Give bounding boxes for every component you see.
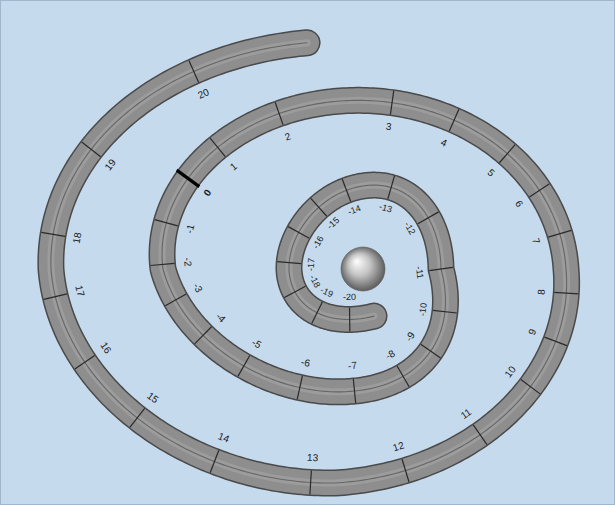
tick-mark	[529, 184, 549, 197]
number-label: 8	[536, 288, 546, 294]
band-centre-line	[51, 43, 567, 483]
number-label: -8	[384, 348, 397, 361]
tick-mark	[312, 302, 323, 324]
band-track	[51, 43, 567, 483]
tick-mark	[418, 212, 439, 224]
tick-mark	[397, 366, 409, 387]
number-label: -1	[184, 224, 196, 235]
tick-mark	[544, 337, 566, 346]
tick-mark	[429, 267, 453, 270]
tick-mark	[548, 230, 571, 237]
number-label: 14	[216, 432, 230, 445]
number-label: 3	[385, 122, 392, 133]
number-label: -11	[414, 265, 425, 278]
number-label: 7	[530, 237, 541, 245]
number-label: 9	[527, 328, 538, 337]
number-label: -18	[307, 274, 321, 290]
tick-mark	[155, 220, 178, 226]
number-label: 20	[197, 87, 211, 101]
number-label: 18	[72, 232, 84, 245]
number-label: -7	[347, 361, 357, 372]
number-label: -6	[300, 357, 311, 369]
tick-mark	[433, 310, 457, 313]
tick-mark	[44, 294, 67, 300]
number-label: -20	[343, 293, 356, 302]
number-label: 13	[306, 452, 318, 463]
tick-mark	[75, 355, 95, 368]
tick-mark	[210, 450, 219, 472]
band-fill	[51, 43, 567, 483]
tick-mark	[41, 232, 65, 236]
number-label: 12	[391, 440, 405, 453]
tick-mark	[390, 91, 393, 115]
tick-marks	[41, 60, 578, 494]
tick-mark	[521, 379, 540, 393]
number-label: 17	[74, 284, 86, 297]
tick-mark	[189, 60, 199, 82]
tick-mark	[210, 138, 225, 157]
tick-mark	[130, 408, 145, 427]
tick-mark	[195, 327, 212, 344]
number-label: 19	[104, 157, 119, 172]
number-label: -4	[214, 311, 227, 324]
tick-mark	[277, 262, 301, 264]
spiral-band	[51, 43, 567, 483]
tick-mark	[284, 286, 305, 297]
tick-mark	[177, 170, 200, 187]
number-label: -15	[326, 216, 342, 231]
tick-mark	[342, 179, 351, 201]
number-label: -5	[250, 338, 263, 351]
number-label: -14	[347, 204, 362, 217]
tick-mark	[473, 425, 487, 445]
number-label: -16	[311, 235, 325, 251]
number-label: -9	[403, 330, 416, 343]
tick-mark	[288, 227, 309, 239]
number-label: 11	[459, 407, 473, 421]
tick-mark	[349, 307, 351, 331]
number-label: 6	[513, 199, 524, 209]
band-edge	[51, 43, 567, 483]
number-label: -12	[402, 221, 416, 237]
number-label: 1	[228, 161, 239, 172]
tick-mark	[311, 198, 327, 216]
tick-mark	[151, 263, 175, 265]
tick-mark	[554, 292, 578, 294]
number-label: 2	[283, 132, 292, 143]
number-label: -19	[319, 286, 335, 300]
number-label: -17	[306, 258, 316, 272]
center-sphere	[341, 247, 385, 291]
tick-mark	[449, 109, 459, 131]
number-label: 10	[503, 364, 518, 379]
tick-mark	[388, 176, 395, 199]
tick-mark	[421, 344, 441, 358]
number-label: -10	[418, 302, 428, 316]
tick-mark	[402, 459, 409, 482]
tick-mark	[297, 376, 302, 399]
tick-mark	[238, 356, 250, 377]
tick-mark	[499, 145, 515, 163]
number-label: 16	[98, 341, 113, 356]
number-label: -2	[182, 257, 193, 267]
tick-mark	[275, 102, 283, 125]
number-label: 15	[145, 391, 160, 406]
number-label: 5	[485, 167, 496, 178]
tick-mark	[82, 142, 101, 157]
number-label: -3	[191, 281, 204, 294]
number-label: 4	[439, 137, 448, 148]
tick-mark	[353, 379, 355, 403]
tick-mark	[165, 294, 186, 306]
number-label: 0	[202, 188, 213, 198]
number-label: -13	[378, 202, 393, 214]
tick-mark	[310, 470, 311, 494]
